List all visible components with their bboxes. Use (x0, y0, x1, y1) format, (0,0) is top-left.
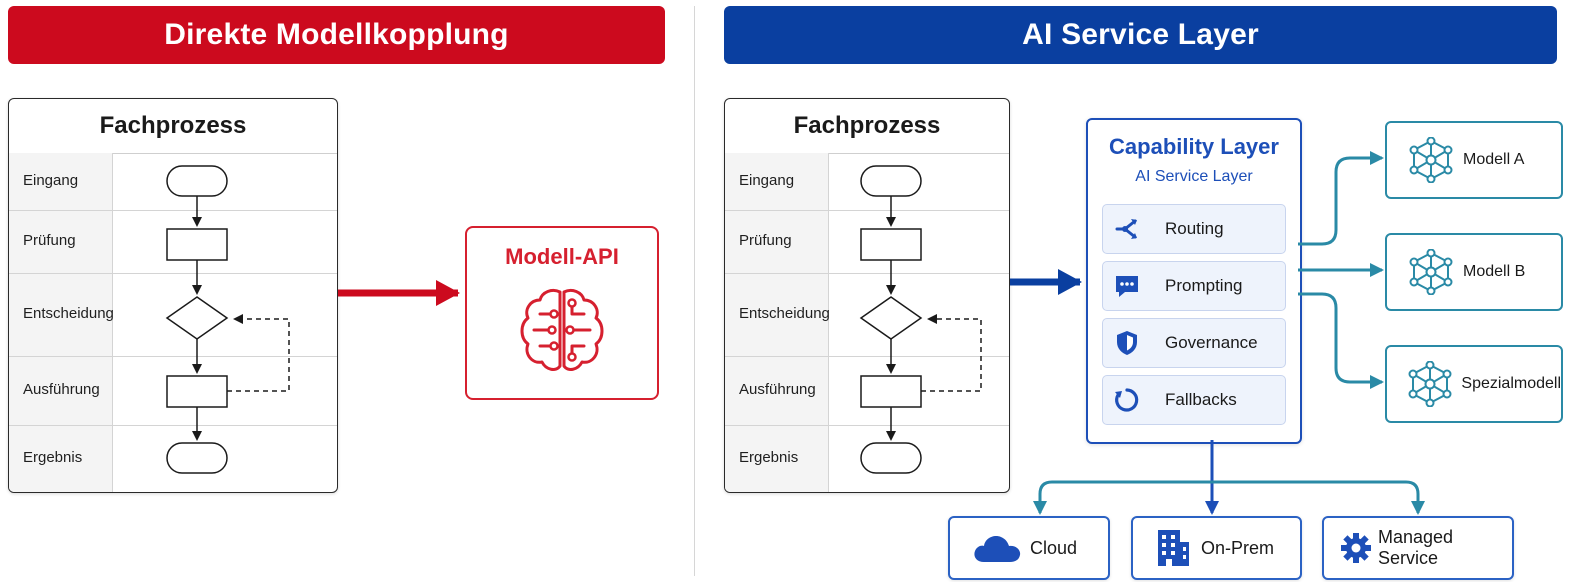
feedback-loop (227, 314, 290, 392)
model-label: Modell A (1463, 151, 1525, 168)
lane-label: Ergebnis (739, 449, 799, 466)
column-divider (694, 6, 695, 576)
route-model-a (1298, 151, 1384, 246)
model-label: Spezialmodell (1461, 375, 1561, 392)
network-icon (1399, 361, 1461, 407)
left-lane-pruefung: Prüfung (9, 210, 337, 274)
model-a-box: Modell A (1385, 121, 1563, 199)
left-banner: Direkte Modellkopplung (8, 6, 665, 64)
left-lane-ergebnis: Ergebnis (9, 425, 337, 492)
right-lane-ergebnis: Ergebnis (725, 425, 1009, 492)
lane-label: Ausführung (23, 381, 100, 398)
gear-icon (1334, 532, 1378, 564)
model-api-title: Modell-API (505, 244, 619, 269)
shield-icon (1103, 329, 1151, 357)
execute-node (166, 375, 228, 408)
capability-title: Capability Layer (1109, 134, 1279, 159)
decision-node (165, 296, 229, 340)
capability-item-label: Governance (1165, 333, 1258, 352)
capability-item-prompting: Prompting (1102, 261, 1286, 311)
network-icon (1399, 249, 1463, 295)
lane-label: Entscheidung (23, 305, 114, 322)
start-node (166, 165, 228, 197)
lane-label: Eingang (23, 172, 79, 189)
right-lane-eingang: Eingang (725, 153, 1009, 211)
model-b-box: Modell B (1385, 233, 1563, 311)
right-process-title: Fachprozess (725, 99, 1009, 154)
check-node (860, 228, 922, 261)
routing-icon (1103, 215, 1151, 243)
right-flowchart (859, 165, 982, 474)
capability-item-label: Prompting (1165, 276, 1243, 295)
execute-node (860, 375, 922, 408)
left-process-title: Fachprozess (9, 99, 337, 154)
left-lane-eingang: Eingang (9, 153, 337, 211)
left-lane-ausfuehrung: Ausführung (9, 356, 337, 426)
cloud-box: Cloud (948, 516, 1110, 580)
left-lane-column (9, 153, 113, 492)
brain-circuit-icon (520, 288, 604, 371)
lane-label: Entscheidung (739, 305, 830, 322)
capability-layer-box: Capability Layer AI Service Layer Routin… (1086, 118, 1302, 444)
lane-label: Eingang (739, 172, 795, 189)
end-node (860, 442, 922, 474)
model-label: Modell B (1463, 263, 1526, 280)
lane-label: Prüfung (739, 232, 792, 249)
cloud-icon (964, 532, 1030, 564)
left-process-panel: Fachprozess Eingang Prüfung Entscheidung… (8, 98, 338, 493)
chat-icon (1103, 272, 1151, 300)
lane-label: Ausführung (739, 381, 816, 398)
route-cloud (1033, 480, 1212, 515)
right-banner: AI Service Layer (724, 6, 1557, 64)
capability-item-routing: Routing (1102, 204, 1286, 254)
start-node (860, 165, 922, 197)
end-node (166, 442, 228, 474)
feedback-loop (921, 314, 982, 392)
model-api-box: Modell-API (465, 226, 659, 400)
left-lane-entscheidung: Entscheidung (9, 273, 337, 357)
managed-service-box: Managed Service (1322, 516, 1514, 580)
decision-node (859, 296, 923, 340)
network-icon (1399, 137, 1463, 183)
target-label: On-Prem (1201, 537, 1275, 558)
capability-item-label: Fallbacks (1165, 390, 1237, 409)
capability-subtitle: AI Service Layer (1135, 168, 1253, 185)
lane-label: Ergebnis (23, 449, 83, 466)
lane-label: Prüfung (23, 232, 76, 249)
target-label: Managed Service (1378, 527, 1454, 568)
capability-item-governance: Governance (1102, 318, 1286, 368)
special-model-box: Spezialmodell (1385, 345, 1563, 423)
right-process-panel: Fachprozess Eingang Prüfung Entscheidung… (724, 98, 1010, 493)
left-flowchart (165, 165, 290, 474)
on-prem-box: On-Prem (1131, 516, 1302, 580)
right-lane-column (725, 153, 829, 492)
right-lane-entscheidung: Entscheidung (725, 273, 1009, 357)
capability-item-fallbacks: Fallbacks (1102, 375, 1286, 425)
fallback-icon (1103, 386, 1151, 414)
building-icon (1145, 528, 1201, 568)
route-managed-service (1212, 480, 1425, 515)
right-lane-pruefung: Prüfung (725, 210, 1009, 274)
check-node (166, 228, 228, 261)
route-special-model (1298, 292, 1384, 389)
right-lane-ausfuehrung: Ausführung (725, 356, 1009, 426)
capability-item-label: Routing (1165, 219, 1224, 238)
target-label: Cloud (1030, 537, 1078, 558)
